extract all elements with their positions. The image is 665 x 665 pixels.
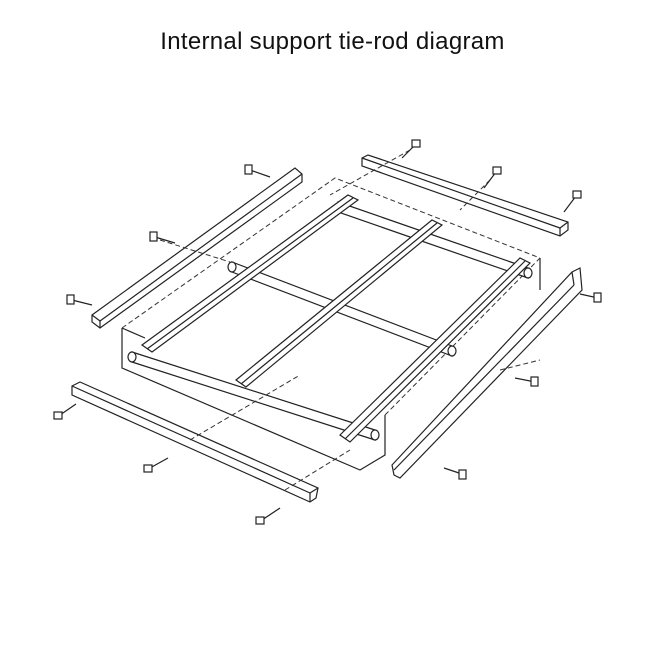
drawing-stroke: [447, 345, 457, 357]
drawing-stroke: [458, 469, 467, 480]
drawing-stroke: [99, 173, 303, 322]
drawing-stroke: [121, 328, 386, 471]
drawing-stroke: [149, 457, 169, 469]
drawing-stroke: [249, 169, 271, 178]
drawing-stroke: [244, 164, 253, 175]
drawing-stroke: [563, 195, 577, 213]
drawing-stroke: [59, 403, 77, 416]
side-bar-right: [391, 267, 583, 479]
screw-icon: [53, 403, 77, 420]
screw-icon: [483, 166, 502, 189]
drawing-stroke: [459, 179, 491, 211]
drawing-stroke: [572, 190, 582, 199]
screw-icon: [443, 467, 467, 480]
screw-icon: [579, 292, 602, 303]
drawing-stroke: [329, 149, 411, 196]
drawing-stroke: [91, 314, 101, 322]
screw-icon: [66, 294, 93, 306]
drawing-stroke: [492, 166, 502, 175]
drawing-stroke: [571, 271, 575, 286]
drawing-stroke: [255, 516, 265, 525]
drawing-stroke: [384, 257, 541, 416]
drawing-stroke: [189, 374, 301, 441]
drawing-stroke: [523, 267, 533, 279]
drawing-stroke: [71, 299, 93, 306]
drawing-stroke: [309, 487, 319, 494]
drawing-stroke: [159, 239, 231, 263]
drawing-stroke: [559, 221, 569, 229]
drawing-stroke: [66, 294, 75, 305]
base-box: [121, 177, 541, 471]
screw-icon: [401, 139, 421, 159]
long-rails: [140, 194, 532, 443]
drawing-stroke: [121, 327, 146, 339]
side-bar-front: [71, 381, 319, 503]
drawing-stroke: [154, 236, 176, 244]
drawing-stroke: [483, 171, 497, 189]
drawing-stroke: [53, 411, 63, 420]
drawing-stroke: [393, 284, 575, 471]
drawing-stroke: [121, 177, 541, 329]
cross-rod-middle: [231, 261, 453, 357]
drawing-stroke: [146, 197, 354, 350]
screws: [53, 139, 602, 525]
screw-icon: [244, 164, 271, 178]
screw-icon: [514, 376, 539, 387]
drawing-stroke: [284, 449, 351, 491]
drawing-stroke: [344, 260, 526, 440]
drawing-stroke: [370, 429, 380, 441]
screw-icon: [143, 457, 169, 473]
screw-icon: [255, 507, 281, 525]
screw-icon: [563, 190, 582, 213]
assembly-lines: [159, 149, 541, 491]
drawing-stroke: [127, 351, 137, 363]
drawing-stroke: [149, 231, 158, 242]
diagram-title: Internal support tie-rod diagram: [160, 28, 505, 55]
side-bar-top: [361, 154, 569, 237]
drawing-stroke: [227, 261, 237, 273]
drawing-stroke: [593, 292, 602, 303]
drawing-stroke: [530, 376, 539, 387]
drawing-stroke: [411, 139, 421, 148]
drawing-stroke: [143, 464, 153, 473]
drawing-stroke: [361, 157, 561, 229]
side-bars: [71, 154, 583, 503]
drawing-stroke: [261, 507, 281, 521]
drawing-stroke: [499, 359, 541, 371]
screw-icon: [149, 231, 176, 244]
drawing-stroke: [240, 222, 438, 385]
